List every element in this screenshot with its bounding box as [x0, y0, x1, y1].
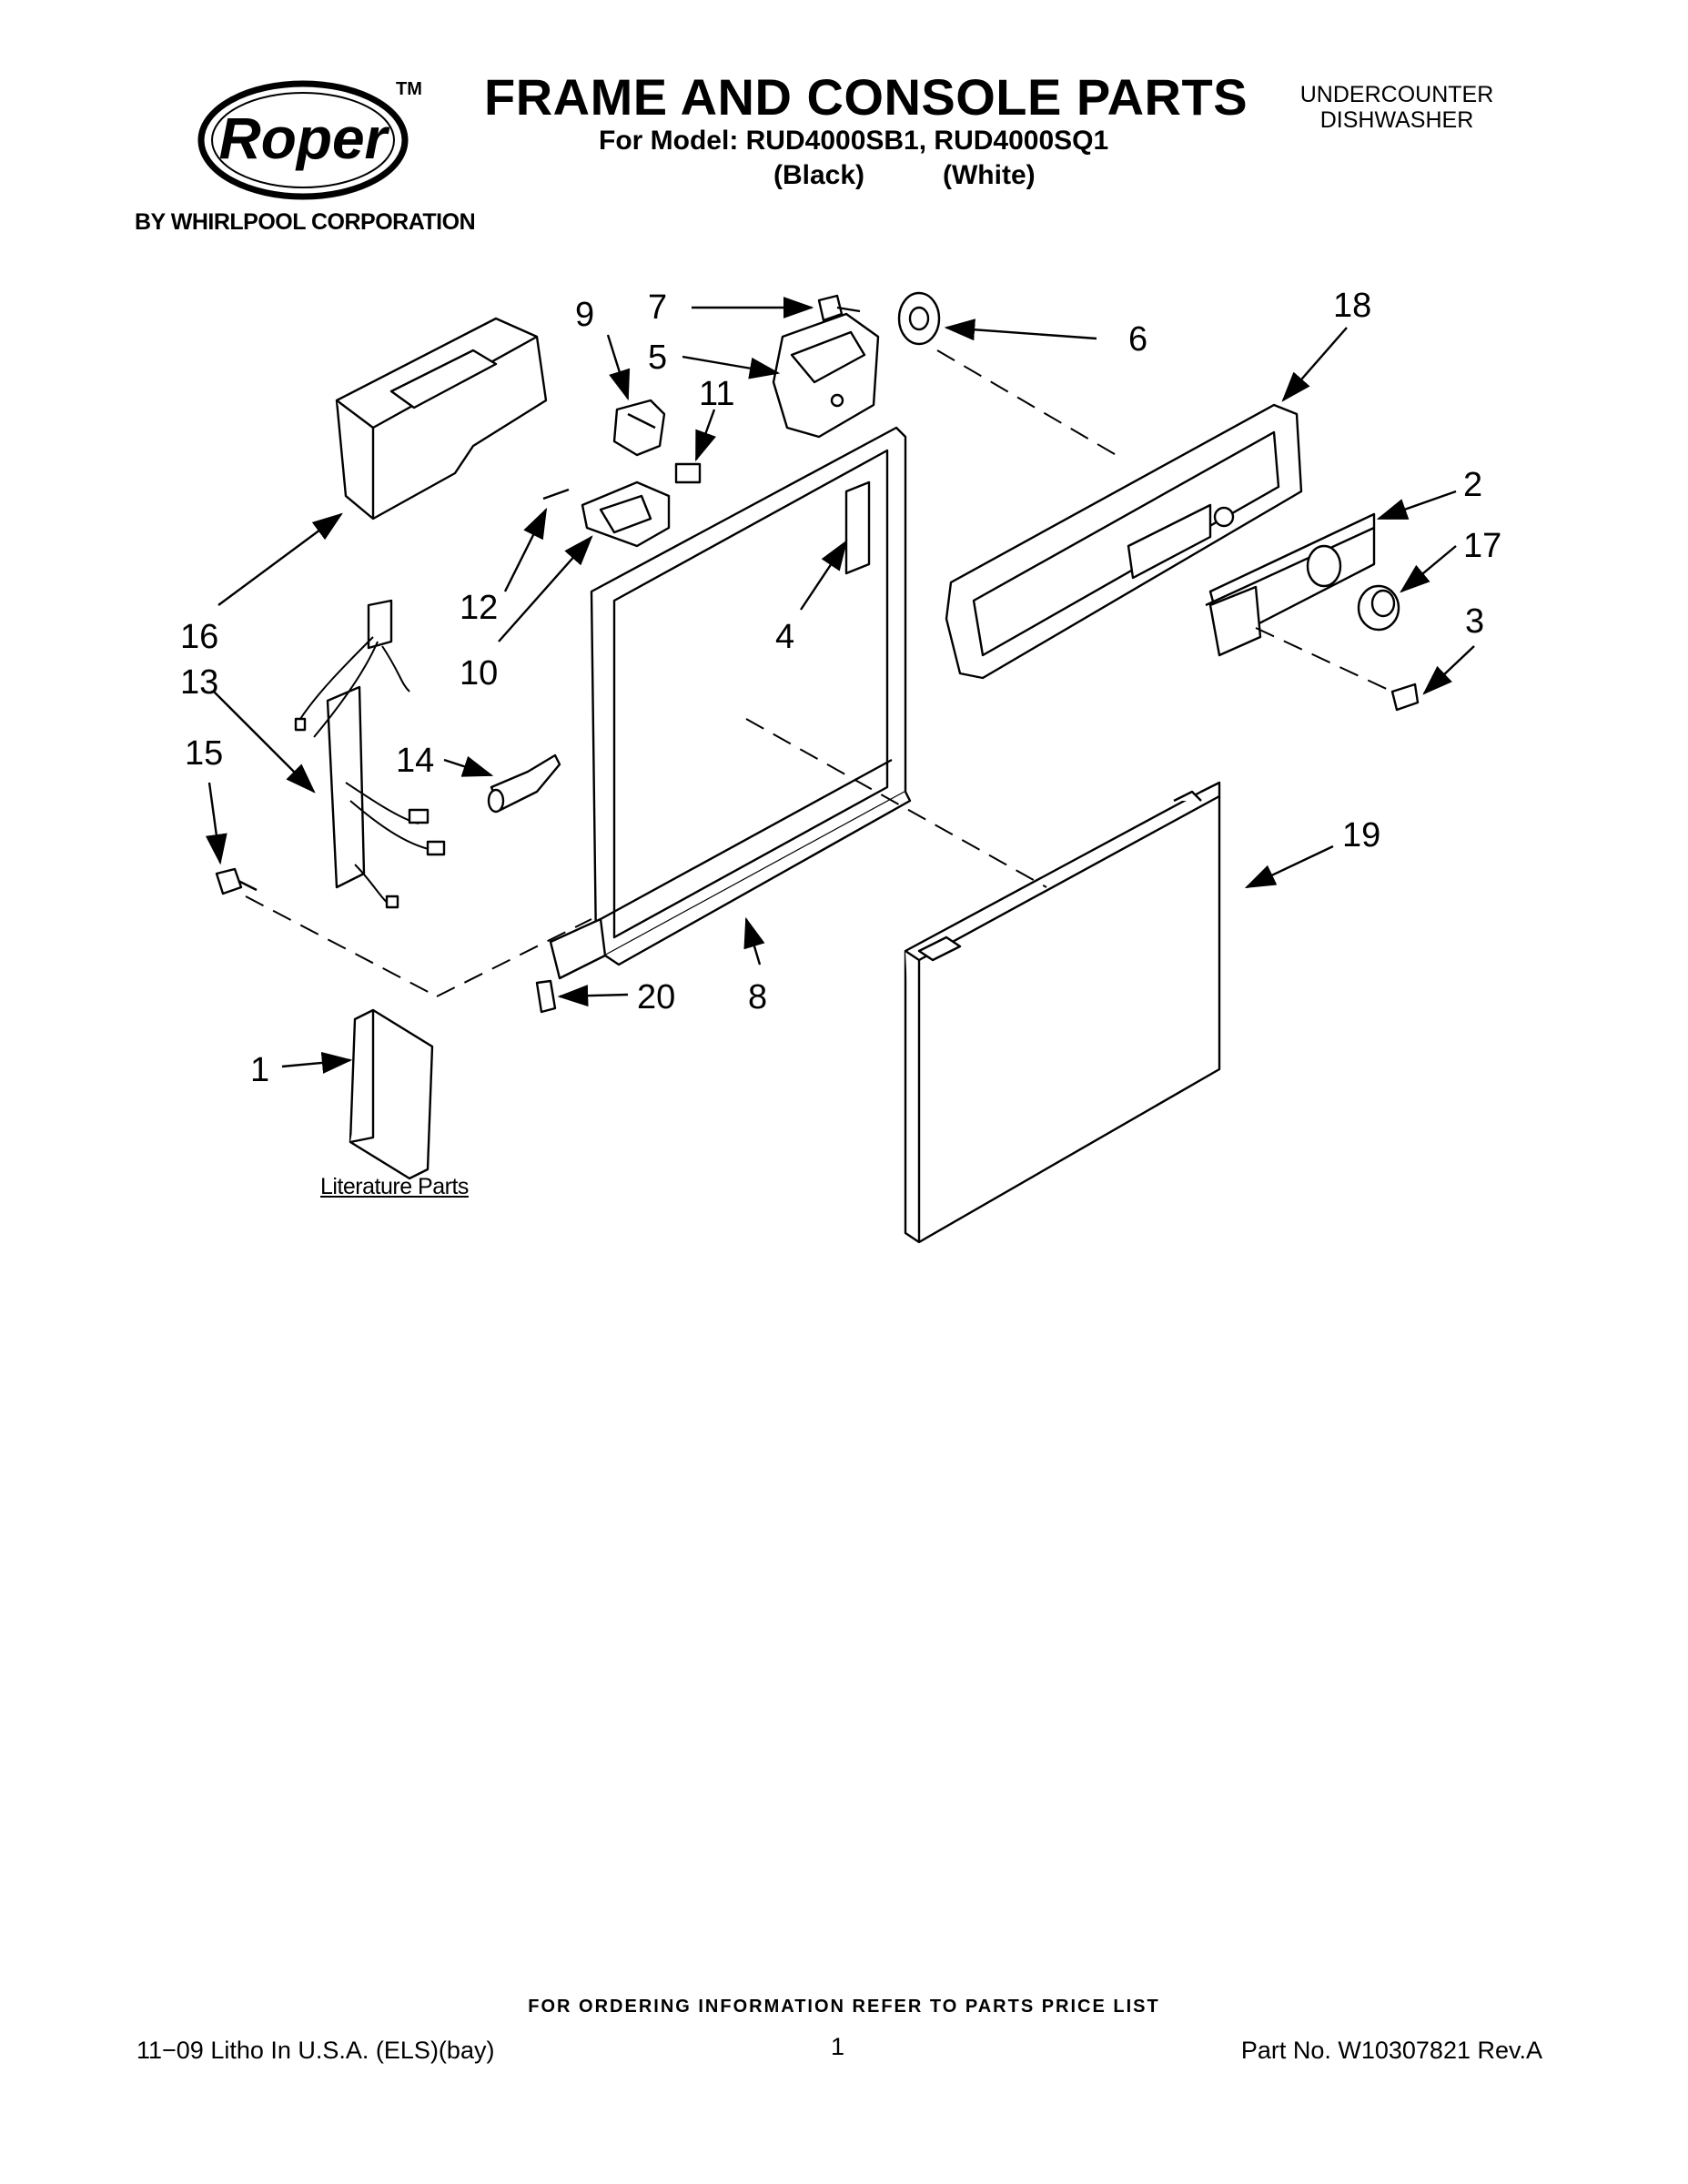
part-19-door-panel — [904, 781, 1221, 1244]
part-10-holder — [581, 480, 671, 548]
part-5-switch-assembly — [772, 312, 880, 439]
callout-3: 3 — [1465, 602, 1484, 641]
part-3-button — [1390, 682, 1420, 712]
trademark-mark: TM — [396, 79, 422, 99]
part-2-overlay-window — [1208, 585, 1262, 657]
model-line: For Model: RUD4000SB1, RUD4000SQ1 — [599, 126, 1109, 156]
page-number: 1 — [831, 2033, 845, 2060]
part-12-pin — [542, 488, 570, 500]
literature-parts-label: Literature Parts — [320, 1174, 469, 1199]
callout-1: 1 — [250, 1051, 269, 1089]
appliance-category: UNDERCOUNTER DISHWASHER — [1260, 82, 1533, 133]
callout-14: 14 — [396, 742, 434, 780]
roper-logo: Roper TM — [197, 79, 422, 200]
part-13-wire-harness — [294, 599, 446, 909]
callout-18: 18 — [1333, 287, 1371, 325]
part-9-bracket — [612, 399, 666, 457]
part-14-sensor — [487, 753, 561, 814]
part-number: Part No. W10307821 Rev.A — [1240, 2037, 1542, 2064]
callout-17: 17 — [1463, 527, 1501, 565]
variant-white-label: (White) — [943, 160, 1036, 190]
callout-20: 20 — [637, 978, 675, 1016]
callout-15: 15 — [185, 734, 223, 773]
callout-2: 2 — [1463, 466, 1482, 504]
part-15-screw — [215, 867, 258, 895]
callout-4: 4 — [775, 618, 794, 656]
callout-13: 13 — [180, 663, 218, 702]
callout-8: 8 — [748, 978, 767, 1016]
part-17-knob — [1357, 584, 1400, 632]
part-1-literature-edge — [349, 1010, 375, 1144]
category-line-1: UNDERCOUNTER — [1299, 82, 1494, 107]
part-6-knob — [897, 291, 941, 346]
callout-7: 7 — [648, 288, 667, 327]
part-20-clip — [535, 979, 557, 1014]
callout-16: 16 — [180, 618, 218, 656]
company-name: BY WHIRLPOOL CORPORATION — [135, 209, 476, 235]
part-16-cover — [335, 317, 548, 521]
ordering-note: FOR ORDERING INFORMATION REFER TO PARTS … — [528, 1997, 1160, 2017]
callout-19: 19 — [1342, 816, 1380, 854]
print-info: 11−09 Litho In U.S.A. (ELS)(bay) — [136, 2037, 495, 2064]
part-8-frame — [549, 426, 912, 980]
callout-5: 5 — [648, 339, 667, 377]
part-7-screw — [817, 294, 861, 322]
category-line-2: DISHWASHER — [1319, 107, 1474, 133]
logo-text: Roper — [219, 106, 390, 171]
part-11-connector — [674, 462, 702, 484]
variant-black-label: (Black) — [773, 160, 865, 190]
callout-12: 12 — [460, 589, 498, 627]
callout-6: 6 — [1128, 320, 1147, 359]
part-18-console-panel — [945, 403, 1303, 680]
part-2-dial-ring — [1306, 544, 1342, 588]
callout-11: 11 — [699, 375, 734, 413]
callout-arrows — [205, 297, 1475, 1074]
page-title: FRAME AND CONSOLE PARTS — [484, 68, 1248, 126]
callout-9: 9 — [575, 296, 594, 334]
callout-10: 10 — [460, 654, 498, 693]
